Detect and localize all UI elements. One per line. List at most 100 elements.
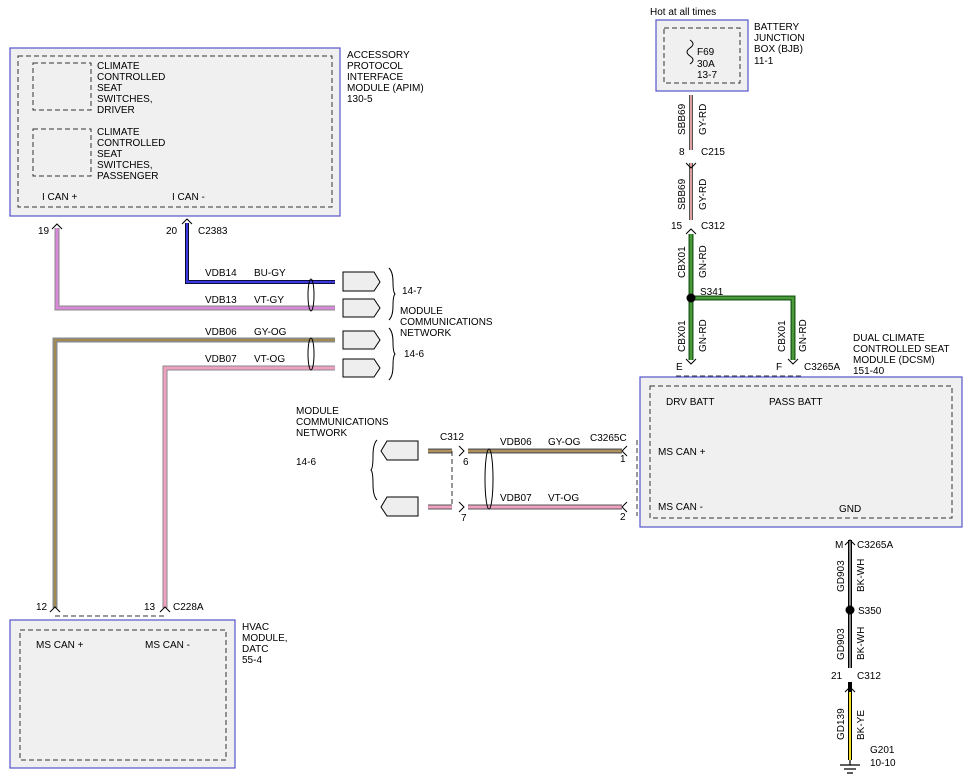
label-apim-title-2: INTERFACE — [347, 72, 403, 83]
label-dcsm-drv_batt: DRV BATT — [666, 397, 715, 408]
label-bjb-title-2: BOX (BJB) — [754, 44, 803, 55]
label-network-title-2: NETWORK — [400, 328, 451, 339]
fuse-symbol — [686, 39, 694, 65]
label-connectors-c3265c: C3265C — [590, 433, 627, 444]
label-sw_driver-0: CLIMATE — [97, 61, 140, 72]
label-wires-vt_og: VT-OG — [254, 354, 285, 365]
label-wires-cbx01: CBX01 — [677, 320, 688, 352]
label-sw_driver-4: DRIVER — [97, 105, 135, 116]
label-wires-gy_og: GY-OG — [548, 437, 581, 448]
label-apim-pin_can_plus: I CAN + — [42, 192, 77, 203]
label-wires-vdb07: VDB07 — [500, 493, 532, 504]
label-apim-ref: 130-5 — [347, 94, 373, 105]
bjb-module — [655, 19, 749, 92]
label-wires-vdb14: VDB14 — [205, 268, 237, 279]
wire-vdb06-hvac — [52, 337, 335, 608]
label-sw_passenger-2: SEAT — [97, 149, 122, 160]
label-connectors-c228a: C228A — [173, 602, 204, 613]
label-wires-gn_rd: GN-RD — [798, 319, 809, 352]
hot-label: Hot at all times — [650, 7, 716, 18]
ground-icon — [840, 760, 860, 774]
label-pins-p20: 20 — [166, 226, 178, 237]
label-wires-gn_rd: GN-RD — [698, 319, 709, 352]
label-connectors-g201_ref: 10-10 — [870, 758, 896, 769]
label-pins-p1: 1 — [620, 454, 626, 465]
label-wires-vt_og: VT-OG — [548, 493, 579, 504]
label-dcsm-gnd: GND — [839, 504, 861, 515]
label-apim-title-0: ACCESSORY — [347, 50, 410, 61]
label-dcsm-title-2: MODULE (DCSM) — [853, 355, 935, 366]
label-wires-vdb06: VDB06 — [500, 437, 532, 448]
label-network-title-1: COMMUNICATIONS — [400, 317, 493, 328]
label-hvac-title-0: HVAC — [242, 622, 269, 633]
label-network-ref_c: 14-6 — [296, 457, 316, 468]
fuse-label: F69 — [697, 47, 715, 58]
label-wires-vdb06: VDB06 — [205, 327, 237, 338]
label-wires-bk_wh: BK-WH — [856, 559, 867, 592]
splice-s341 — [686, 293, 696, 303]
label-apim-pin_can_minus: I CAN - — [172, 192, 205, 203]
label-hvac-title-2: DATC — [242, 644, 268, 655]
label-bjb-title-0: BATTERY — [754, 22, 800, 33]
label-hvac-title-1: MODULE, — [242, 633, 288, 644]
label-connectors-c215: C215 — [701, 147, 725, 158]
label-network-title-2: NETWORK — [296, 428, 347, 439]
label-network-ref_b: 14-6 — [404, 349, 424, 360]
label-sw_passenger-0: CLIMATE — [97, 127, 140, 138]
label-sw_passenger-3: SWITCHES, — [97, 160, 153, 171]
label-hvac-ms_can_minus: MS CAN - — [145, 640, 190, 651]
label-connectors-s350: S350 — [858, 606, 882, 617]
label-hvac-ms_can_plus: MS CAN + — [36, 640, 84, 651]
label-bjb-amps: 30A — [697, 59, 715, 70]
label-pins-p6: 6 — [463, 457, 469, 468]
label-pins-p13: 13 — [144, 602, 156, 613]
label-wires-gd903: GD903 — [836, 628, 847, 660]
label-pins-p7: 7 — [461, 513, 467, 524]
label-pins-p15: 15 — [671, 221, 683, 232]
label-dcsm-title-0: DUAL CLIMATE — [853, 333, 925, 344]
apim-module — [9, 47, 341, 217]
wire-vdb07-hvac — [162, 365, 335, 608]
label-pins-p12: 12 — [36, 602, 48, 613]
label-connectors-c3265a: C3265A — [804, 362, 840, 373]
label-pins-pF: F — [776, 362, 782, 373]
label-wires-bu_gy: BU-GY — [254, 268, 286, 279]
label-connectors-c312: C312 — [440, 432, 464, 443]
label-sw_driver-2: SEAT — [97, 83, 122, 94]
label-sw_passenger-1: CONTROLLED — [97, 138, 165, 149]
label-pins-p19: 19 — [38, 226, 50, 237]
label-wires-cbx01: CBX01 — [677, 246, 688, 278]
label-pins-pM: M — [835, 540, 843, 551]
label-pins-p21: 21 — [831, 671, 843, 682]
label-network-title-1: COMMUNICATIONS — [296, 417, 389, 428]
label-wires-gy_rd: GY-RD — [698, 104, 709, 135]
label-wires-gn_rd: GN-RD — [698, 245, 709, 278]
label-wires-vdb07: VDB07 — [205, 354, 237, 365]
label-dcsm-ms_can_minus: MS CAN - — [658, 502, 703, 513]
label-network-ref_a: 14-7 — [402, 286, 422, 297]
label-hvac-ref: 55-4 — [242, 655, 262, 666]
label-network-title-0: MODULE — [400, 306, 443, 317]
label-connectors-g201: G201 — [870, 745, 895, 756]
label-connectors-s341: S341 — [700, 287, 724, 298]
label-wires-sbb69: SBB69 — [677, 103, 688, 135]
label-wires-cbx01: CBX01 — [777, 320, 788, 352]
label-dcsm-title-1: CONTROLLED SEAT — [853, 344, 950, 355]
label-sw_driver-3: SWITCHES, — [97, 94, 153, 105]
label-connectors-c312: C312 — [701, 221, 725, 232]
dcsm-module — [636, 375, 963, 528]
wire-vdb14 — [185, 223, 335, 284]
label-connectors-c3265a: C3265A — [857, 540, 893, 551]
label-dcsm-ref: 151-40 — [853, 366, 885, 377]
label-wires-bk_wh: BK-WH — [856, 627, 867, 660]
network-terminators — [342, 271, 419, 517]
twisted-pair-markers — [307, 278, 494, 510]
label-wires-gd903: GD903 — [836, 560, 847, 592]
label-wires-gd139: GD139 — [836, 708, 847, 740]
label-wires-bk_ye: BK-YE — [856, 710, 867, 740]
label-bjb-ref: 11-1 — [754, 56, 774, 67]
label-sw_passenger-4: PASSENGER — [97, 171, 159, 182]
pin-arrows — [49, 162, 856, 693]
label-sw_driver-1: CONTROLLED — [97, 72, 165, 83]
